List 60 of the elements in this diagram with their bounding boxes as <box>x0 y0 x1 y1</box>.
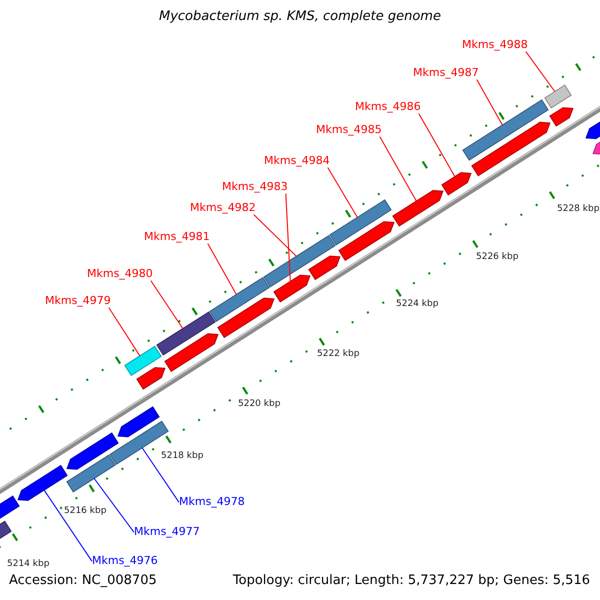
gene-feature <box>156 311 216 356</box>
gene-feature <box>66 454 116 492</box>
gene-label: Mkms_4982 <box>190 202 256 215</box>
gene-label: Mkms_4977 <box>134 526 200 539</box>
gene-feature <box>117 406 160 438</box>
leader-line <box>207 243 237 295</box>
gene-feature <box>263 234 336 288</box>
gene-label: Mkms_4981 <box>144 231 210 244</box>
leader-line <box>285 193 291 282</box>
gene-feature <box>164 333 219 372</box>
scale-label: 5226 kbp <box>476 252 518 262</box>
gene-feature <box>462 99 549 161</box>
gene-feature <box>544 84 572 109</box>
leader-line <box>476 79 503 126</box>
leader-line <box>253 214 297 257</box>
accession-text: Accession: NC_008705 <box>9 574 157 589</box>
gene-feature <box>392 190 444 227</box>
gene-label: Mkms_4983 <box>222 181 288 194</box>
gene-feature <box>217 298 275 338</box>
gene-feature <box>0 520 12 539</box>
gene-feature <box>273 274 311 302</box>
gene-feature <box>0 495 20 519</box>
gene-label: Mkms_4979 <box>45 295 111 308</box>
scale-label: 5214 kbp <box>7 559 50 570</box>
gene-label: Mkms_4976 <box>92 555 158 568</box>
gene-feature <box>549 107 574 127</box>
gene-label: Mkms_4988 <box>462 39 528 52</box>
leader-line <box>418 113 456 177</box>
gene-feature <box>441 172 472 196</box>
gene-feature <box>17 464 68 501</box>
leader-line <box>142 447 180 503</box>
gene-feature <box>471 122 551 176</box>
leader-line <box>525 51 556 92</box>
gene-label: Mkms_4987 <box>413 67 479 80</box>
scale-label: 5228 kbp <box>557 204 600 214</box>
gene-feature <box>308 256 341 280</box>
scale-label: 5224 kbp <box>396 299 438 310</box>
leader-line <box>327 167 358 218</box>
gene-feature <box>329 199 392 246</box>
gene-label: Mkms_4978 <box>179 496 245 509</box>
title: Mycobacterium sp. KMS, complete genome <box>158 10 442 25</box>
gene-label: Mkms_4985 <box>316 124 382 137</box>
leader-line <box>94 478 134 533</box>
gene-feature <box>124 346 162 376</box>
scale-label: 5222 kbp <box>317 349 360 360</box>
scale-label: 5218 kbp <box>161 451 204 462</box>
leader-line <box>108 307 140 356</box>
scale-label: 5220 kbp <box>238 399 280 410</box>
gene-feature <box>136 367 166 390</box>
leader-line <box>150 280 184 329</box>
gene-feature <box>338 221 395 262</box>
genome-summary-text: Topology: circular; Length: 5,737,227 bp; Genes: 5,516 <box>232 574 590 589</box>
gene-feature <box>66 432 119 470</box>
leader-line <box>379 136 417 202</box>
scale-label: 5216 kbp <box>64 506 106 516</box>
gene-feature <box>209 276 270 322</box>
gene-label: Mkms_4984 <box>264 155 330 168</box>
gene-label: Mkms_4986 <box>355 101 421 114</box>
leader-line <box>44 490 92 562</box>
gene-label: Mkms_4980 <box>87 268 153 281</box>
